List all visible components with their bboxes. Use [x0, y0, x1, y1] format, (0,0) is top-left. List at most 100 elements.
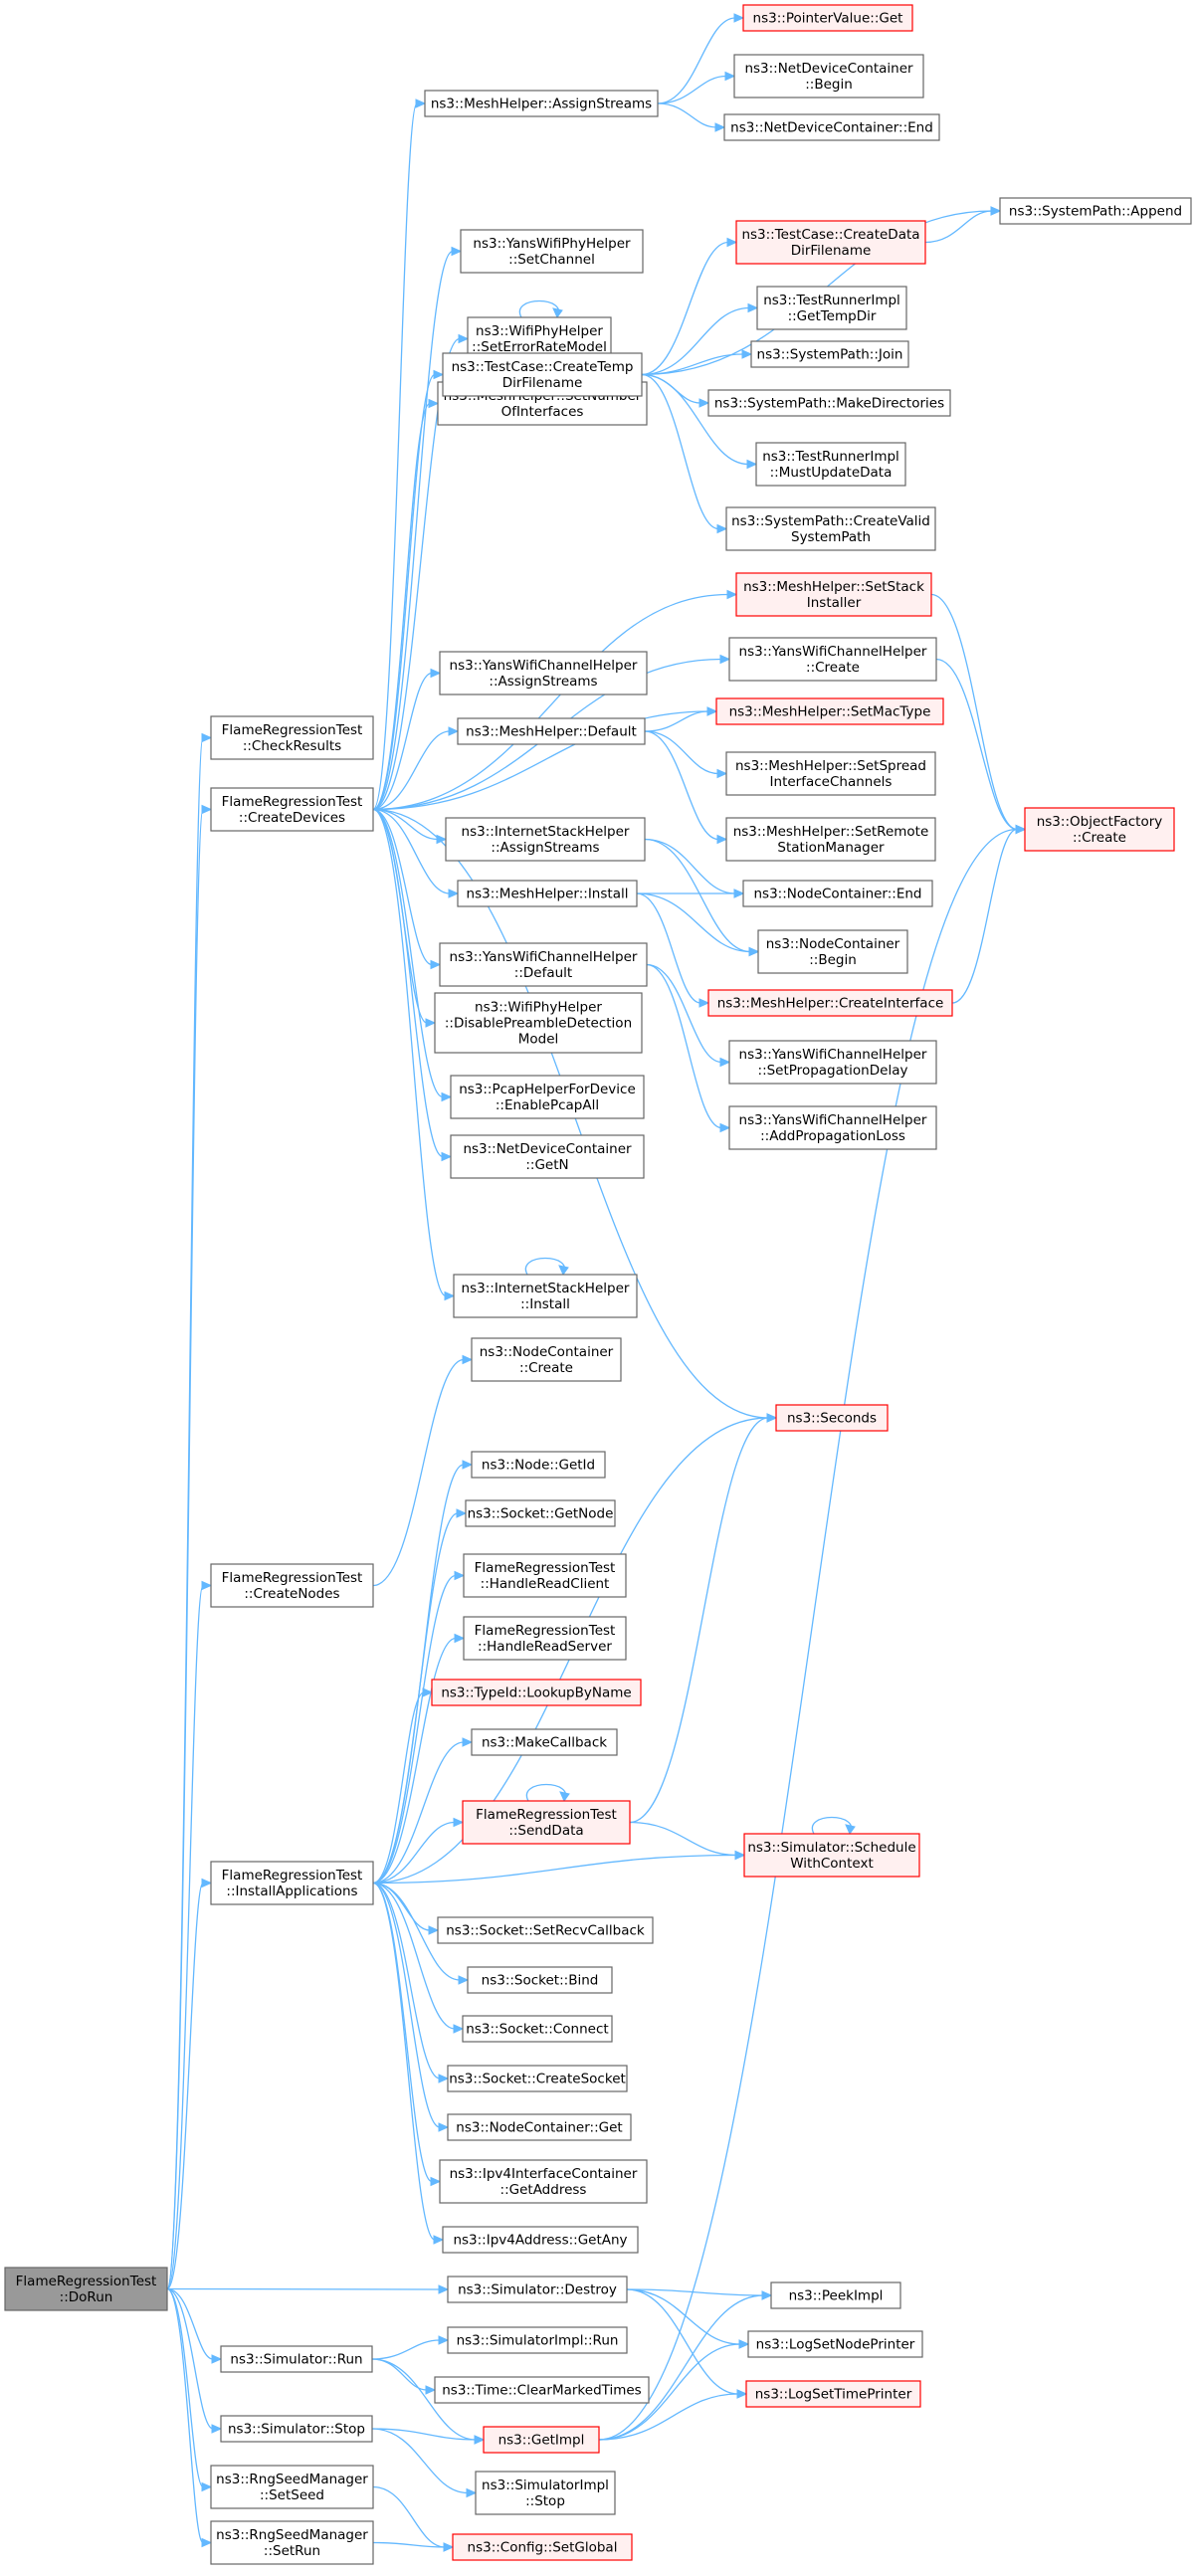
node-box[interactable]	[471, 1451, 606, 1479]
node-inetAssign[interactable]: ns3::InternetStackHelper::AssignStreams	[445, 817, 646, 862]
node-trGetTemp[interactable]: ns3::TestRunnerImpl::GetTempDir	[756, 286, 907, 330]
node-box[interactable]	[467, 1966, 613, 1994]
node-meshSetMac[interactable]: ns3::MeshHelper::SetMacType	[715, 697, 944, 725]
node-meshCreateIf[interactable]: ns3::MeshHelper::CreateInterface	[707, 989, 953, 1017]
node-meshAssign[interactable]: ns3::MeshHelper::AssignStreams	[424, 90, 659, 117]
node-box[interactable]	[210, 2465, 374, 2509]
node-doRun[interactable]: FlameRegressionTest::DoRun	[4, 2267, 168, 2311]
node-meshInstall[interactable]: ns3::MeshHelper::Install	[457, 880, 638, 907]
node-ipv4IfGetAddr[interactable]: ns3::Ipv4InterfaceContainer::GetAddress	[439, 2159, 648, 2204]
node-yansSetProp[interactable]: ns3::YansWifiChannelHelper::SetPropagati…	[728, 1040, 937, 1085]
node-box[interactable]	[707, 989, 953, 1017]
node-box[interactable]	[707, 389, 951, 417]
node-sockConnect[interactable]: ns3::Socket::Connect	[462, 2015, 613, 2043]
node-box[interactable]	[445, 817, 646, 862]
node-logNodePr[interactable]: ns3::LogSetNodePrinter	[747, 2330, 923, 2358]
node-inetInstall[interactable]: ns3::InternetStackHelper::Install	[453, 1274, 638, 1318]
node-box[interactable]	[733, 54, 924, 99]
node-ndcGetN[interactable]: ns3::NetDeviceContainer::GetN	[450, 1134, 645, 1179]
node-box[interactable]	[437, 1916, 654, 1944]
node-box[interactable]	[450, 1134, 645, 1179]
node-box[interactable]	[447, 2326, 628, 2354]
node-box[interactable]	[728, 1105, 937, 1150]
node-box[interactable]	[442, 2226, 639, 2254]
node-box[interactable]	[439, 651, 648, 695]
node-box[interactable]	[439, 2159, 648, 2204]
node-meshSpread[interactable]: ns3::MeshHelper::SetSpreadInterfaceChann…	[725, 751, 936, 796]
node-box[interactable]	[775, 1404, 889, 1432]
node-box[interactable]	[450, 1075, 645, 1119]
node-box[interactable]	[465, 1499, 616, 1527]
node-trMustUpdate[interactable]: ns3::TestRunnerImpl::MustUpdateData	[755, 442, 906, 487]
node-simDestroy[interactable]: ns3::Simulator::Destroy	[447, 2276, 628, 2303]
node-box[interactable]	[725, 751, 936, 796]
node-box[interactable]	[735, 572, 932, 617]
node-box[interactable]	[735, 220, 926, 265]
node-sockCreate[interactable]: ns3::Socket::CreateSocket	[447, 2065, 628, 2092]
node-box[interactable]	[471, 1728, 618, 1756]
node-box[interactable]	[999, 197, 1192, 225]
node-box[interactable]	[723, 113, 940, 141]
node-ndcEnd[interactable]: ns3::NetDeviceContainer::End	[723, 113, 940, 141]
node-hReadClient[interactable]: FlameRegressionTest::HandleReadClient	[463, 1553, 627, 1598]
node-createDevices[interactable]: FlameRegressionTest::CreateDevices	[210, 787, 374, 832]
node-rngSetSeed[interactable]: ns3::RngSeedManager::SetSeed	[210, 2465, 374, 2509]
node-timeClear[interactable]: ns3::Time::ClearMarkedTimes	[434, 2376, 650, 2404]
node-yansAddLoss[interactable]: ns3::YansWifiChannelHelper::AddPropagati…	[728, 1105, 937, 1150]
node-box[interactable]	[770, 2281, 901, 2309]
node-simImplStop[interactable]: ns3::SimulatorImpl::Stop	[475, 2471, 616, 2515]
node-spAppend[interactable]: ns3::SystemPath::Append	[999, 197, 1192, 225]
node-box[interactable]	[462, 2015, 613, 2043]
node-sockGetNode[interactable]: ns3::Socket::GetNode	[465, 1499, 616, 1527]
node-box[interactable]	[442, 352, 643, 397]
node-box[interactable]	[755, 442, 906, 487]
node-box[interactable]	[447, 2276, 628, 2303]
node-logTimePr[interactable]: ns3::LogSetTimePrinter	[745, 2380, 921, 2408]
node-sockRecvCb[interactable]: ns3::Socket::SetRecvCallback	[437, 1916, 654, 1944]
node-box[interactable]	[457, 880, 638, 907]
node-box[interactable]	[483, 2426, 600, 2454]
node-nodeGetId[interactable]: ns3::Node::GetId	[471, 1451, 606, 1479]
node-yansChanCreate[interactable]: ns3::YansWifiChannelHelper::Create	[728, 637, 937, 682]
node-spMakeDirs[interactable]: ns3::SystemPath::MakeDirectories	[707, 389, 951, 417]
node-box[interactable]	[463, 1553, 627, 1598]
node-box[interactable]	[220, 2345, 373, 2373]
node-wifiDisPre[interactable]: ns3::WifiPhyHelper::DisablePreambleDetec…	[434, 992, 643, 1054]
node-peekImpl[interactable]: ns3::PeekImpl	[770, 2281, 901, 2309]
node-box[interactable]	[447, 2065, 628, 2092]
node-box[interactable]	[463, 1616, 627, 1661]
node-box[interactable]	[756, 286, 907, 330]
node-box[interactable]	[743, 1833, 920, 1878]
node-box[interactable]	[447, 2113, 632, 2141]
node-box[interactable]	[4, 2267, 168, 2311]
node-box[interactable]	[1024, 807, 1175, 852]
node-sendData[interactable]: FlameRegressionTest::SendData	[462, 1800, 631, 1845]
node-meshDefault[interactable]: ns3::MeshHelper::Default	[457, 717, 646, 745]
node-box[interactable]	[210, 1563, 374, 1608]
node-hReadServer[interactable]: FlameRegressionTest::HandleReadServer	[463, 1616, 627, 1661]
node-checkResults[interactable]: FlameRegressionTest::CheckResults	[210, 715, 374, 760]
node-box[interactable]	[453, 1274, 638, 1318]
node-makeCallback[interactable]: ns3::MakeCallback	[471, 1728, 618, 1756]
node-box[interactable]	[462, 1800, 631, 1845]
node-yansChanDefault[interactable]: ns3::YansWifiChannelHelper::Default	[439, 942, 648, 987]
node-ncCreate[interactable]: ns3::NodeContainer::Create	[471, 1337, 622, 1382]
node-box[interactable]	[745, 2380, 921, 2408]
node-box[interactable]	[210, 787, 374, 832]
node-box[interactable]	[210, 1861, 374, 1905]
node-box[interactable]	[725, 817, 936, 862]
node-yansSetChannel[interactable]: ns3::YansWifiPhyHelper::SetChannel	[460, 229, 644, 274]
node-box[interactable]	[210, 2520, 374, 2565]
node-box[interactable]	[757, 929, 908, 974]
node-box[interactable]	[434, 2376, 650, 2404]
node-simStop[interactable]: ns3::Simulator::Stop	[220, 2415, 373, 2443]
node-box[interactable]	[452, 2533, 633, 2561]
node-rngSetRun[interactable]: ns3::RngSeedManager::SetRun	[210, 2520, 374, 2565]
node-pcapAll[interactable]: ns3::PcapHelperForDevice::EnablePcapAll	[450, 1075, 645, 1119]
node-box[interactable]	[728, 1040, 937, 1085]
node-spJoin[interactable]: ns3::SystemPath::Join	[750, 340, 909, 368]
node-box[interactable]	[424, 90, 659, 117]
